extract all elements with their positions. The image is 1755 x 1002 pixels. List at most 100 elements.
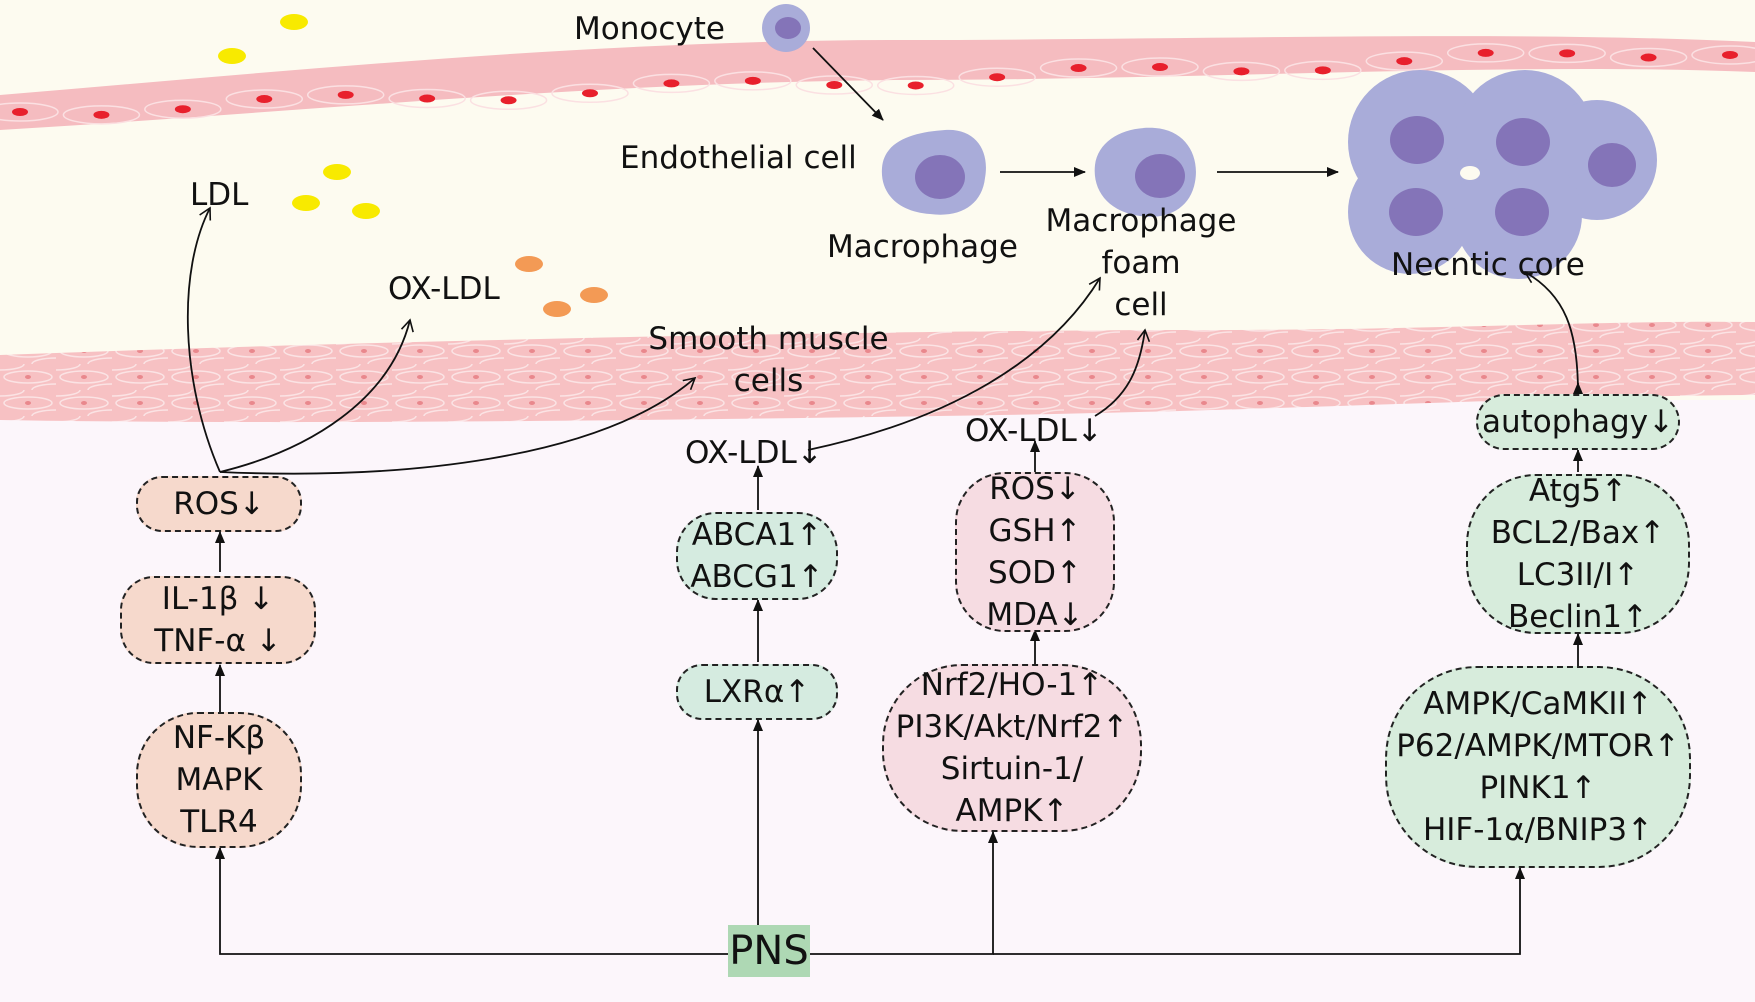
beclin1-line: Beclin1↑ [1508, 599, 1648, 635]
monocyte-cell [762, 4, 810, 52]
arrow-pns-to-autophagy-pathways [993, 867, 1525, 955]
mda-line: MDA↓ [986, 597, 1084, 633]
tnfa-line: TNF-α ↓ [154, 623, 282, 659]
necrotic-core-label: Necntic core [1391, 247, 1585, 283]
ros-line: ROS↓ [173, 486, 265, 522]
endothelial-cell-nucleus [1314, 66, 1331, 75]
endothelium-nuclei [0, 43, 1755, 125]
foam-cell [1094, 127, 1196, 217]
endothelial-cell-outline [1365, 51, 1444, 71]
ros-box: ROS↓ [136, 476, 302, 532]
ampk-line: AMPK↑ [955, 793, 1069, 829]
ox-ldl-label: OX-LDL [388, 271, 500, 307]
endothelial-cell-outline [469, 90, 548, 111]
monocyte-label: Monocyte [574, 11, 725, 47]
mapk-line: MAPK [175, 762, 263, 798]
arrow-oxldl-to-cell [1094, 328, 1151, 417]
arrow-ros-to-smooth-muscle [219, 376, 697, 475]
endothelial-cell-outline [1528, 43, 1606, 64]
endothelial-cell-nucleus [582, 89, 598, 98]
arrow-ros-to-ldl [186, 206, 221, 473]
arrow-monocyte-to-macrophage [812, 47, 884, 121]
endothelial-cell-nucleus [174, 105, 191, 114]
endothelial-cell-nucleus [256, 95, 273, 104]
atg5-line: Atg5↑ [1528, 473, 1628, 509]
arrow-ros-to-oxldl [219, 318, 414, 473]
foam-cell-label: Macrophage foam cell [1035, 200, 1247, 326]
ox-ldl-reduced-label-1: OX-LDL↓ [685, 435, 823, 471]
macrophage-label: Macrophage [827, 229, 1018, 265]
endothelial-cell-outline [1691, 45, 1755, 65]
lc3-line: LC3II/I↑ [1516, 557, 1640, 593]
nrf2-ho1-line: Nrf2/HO-1↑ [920, 667, 1104, 703]
foam-cell-line3: cell [1114, 287, 1168, 323]
endothelial-cell-nucleus [1152, 63, 1168, 72]
endothelial-cell-outline [144, 99, 222, 119]
ldl-label: LDL [190, 177, 249, 213]
tlr4-line: TLR4 [180, 804, 258, 840]
cytokines-box: IL-1β ↓ TNF-α ↓ [120, 576, 316, 664]
lxr-line: LXRα↑ [703, 674, 811, 710]
lxr-box: LXRα↑ [676, 664, 838, 720]
autophagy-markers-box: Atg5↑ BCL2/Bax↑ LC3II/I↑ Beclin1↑ [1466, 473, 1690, 635]
endothelial-cell-outline [958, 67, 1036, 87]
endothelial-cell-nucleus [337, 90, 354, 99]
endothelial-cell-nucleus [12, 108, 28, 116]
abca1-line: ABCA1↑ [691, 517, 823, 553]
smooth-muscle-cells-label: Smooth muscle cells [646, 318, 891, 402]
hif1a-bnip3-line: HIF-1α/BNIP3↑ [1422, 812, 1654, 848]
inflammatory-pathways-box: NF-Kβ MAPK TLR4 [136, 712, 302, 848]
macrophage-cell [881, 129, 986, 215]
necrotic-core-cells [1348, 70, 1657, 279]
endothelial-cell-nucleus [663, 79, 680, 88]
arrow-pns-to-antioxidant [810, 831, 998, 955]
abc-transporters-box: ABCA1↑ ABCG1↑ [676, 512, 838, 600]
arrow-autophagy-to-core [1523, 271, 1579, 394]
endothelial-cell-nucleus [1396, 57, 1413, 66]
endothelial-cell-nucleus [1233, 67, 1250, 76]
endothelial-cell-nucleus [1640, 53, 1657, 62]
endothelial-cell-outline [876, 75, 955, 96]
bcl2-bax-line: BCL2/Bax↑ [1490, 515, 1666, 551]
endothelial-cell-outline [1284, 60, 1362, 81]
endothelial-cell-nucleus [907, 81, 924, 90]
endothelial-cell-outline [225, 89, 304, 109]
endothelial-cell-outline [0, 102, 59, 122]
endothelial-cell-outline [632, 73, 711, 94]
endothelial-cell-label: Endothelial cell [620, 140, 857, 176]
endothelial-cell-outline [551, 83, 629, 103]
smooth-muscle-line2: cells [733, 363, 804, 399]
endothelial-cell-nucleus [989, 73, 1006, 82]
ox-ldl-reduced-label-2: OX-LDL↓ [965, 413, 1103, 449]
endothelium-layer [0, 36, 1755, 130]
endothelial-cell-nucleus [1722, 50, 1738, 59]
sirtuin1-line: Sirtuin-1/ [940, 751, 1084, 787]
endothelial-cell-nucleus [826, 80, 843, 89]
nfkb-line: NF-Kβ [172, 720, 266, 756]
endothelial-cell-outline [1121, 57, 1199, 77]
sod-line: SOD↑ [988, 555, 1082, 591]
endothelial-cell-outline [1202, 61, 1281, 82]
gsh-line: GSH↑ [988, 513, 1082, 549]
ox-ldl-particles [515, 256, 608, 317]
foam-cell-line2: foam [1101, 245, 1181, 281]
pi3k-akt-nrf2-line: PI3K/Akt/Nrf2↑ [895, 709, 1129, 745]
endothelial-cell-nucleus [1070, 64, 1087, 73]
antioxidant-pathways-box: Nrf2/HO-1↑ PI3K/Akt/Nrf2↑ Sirtuin-1/ AMP… [882, 664, 1142, 832]
endothelial-cell-nucleus [500, 96, 517, 105]
endothelial-cell-outline [306, 85, 385, 105]
ldl-particles [218, 14, 380, 219]
endothelial-cell-outline [1039, 58, 1118, 78]
autophagy-line: autophagy↓ [1481, 404, 1675, 440]
pink1-line: PINK1↑ [1479, 770, 1597, 806]
pns-source-box: PNS [728, 925, 810, 977]
endothelial-cell-nucleus [1559, 49, 1576, 58]
ros-marker-line: ROS↓ [989, 471, 1081, 507]
abcg1-line: ABCG1↑ [690, 559, 824, 595]
endothelial-cell-nucleus [1477, 48, 1494, 57]
endothelial-cell-nucleus [419, 94, 436, 103]
foam-cell-line1: Macrophage [1045, 203, 1237, 239]
endothelial-cell-outline [388, 88, 466, 109]
endothelial-cell-outline [62, 105, 141, 125]
